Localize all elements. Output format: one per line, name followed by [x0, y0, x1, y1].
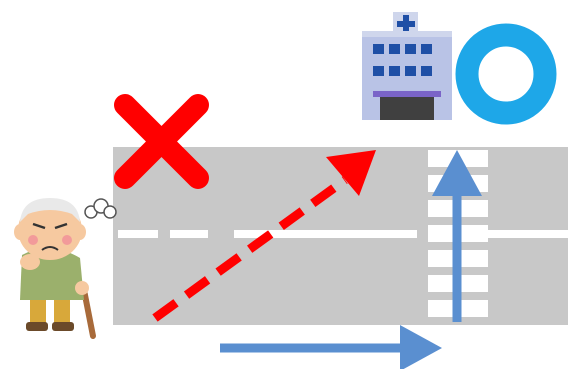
red-x-icon: [114, 94, 209, 189]
hospital-icon: [362, 12, 452, 120]
blue-circle-icon: [455, 23, 557, 125]
vertical-arrow-head: [432, 150, 482, 196]
breath-puff-icon: [84, 198, 117, 219]
correct-route-arrows: [220, 150, 482, 369]
elderly-man-with-cane-icon: [14, 198, 117, 339]
wrong-route-arrow: [152, 150, 376, 322]
lane-divider: [118, 230, 568, 238]
horizontal-arrow-head: [400, 325, 442, 369]
